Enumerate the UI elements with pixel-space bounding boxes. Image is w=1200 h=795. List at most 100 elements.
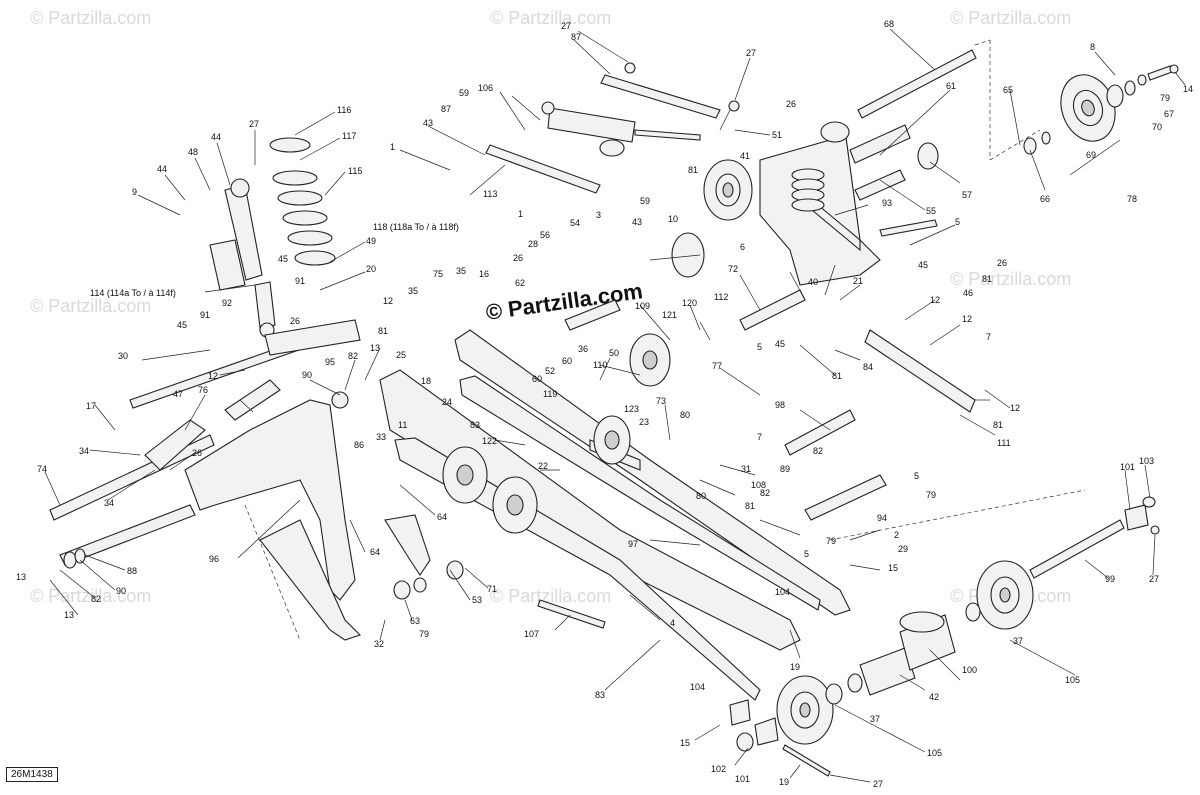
callout-62: 62 (515, 278, 525, 288)
watermark-text: © Partzilla.com (950, 269, 1071, 289)
callout-18: 18 (421, 376, 431, 386)
callout-84: 84 (863, 362, 873, 372)
callout-109: 109 (635, 301, 650, 311)
part-idler-wheel-right (1023, 64, 1179, 155)
watermark-text: © Partzilla.com (490, 8, 611, 28)
callout-5: 5 (757, 342, 762, 352)
callout-79: 79 (419, 629, 429, 639)
part-bracket-95 (264, 319, 361, 409)
callout-81: 81 (832, 371, 842, 381)
part-slider-107 (537, 599, 606, 629)
callout-68: 68 (884, 19, 894, 29)
callout-80: 80 (696, 491, 706, 501)
callout-78: 78 (1127, 194, 1137, 204)
callout-69: 69 (1086, 150, 1096, 160)
callout-45: 45 (177, 320, 187, 330)
callout-103: 103 (1139, 456, 1154, 466)
diagram-code-label: 26M1438 (6, 767, 58, 782)
part-rail-wheels (442, 333, 671, 534)
callout-7: 7 (757, 432, 762, 442)
callout-8: 8 (1090, 42, 1095, 52)
callout-5: 5 (914, 471, 919, 481)
callout-35: 35 (456, 266, 466, 276)
callout-12: 12 (208, 371, 218, 381)
callout-101: 101 (735, 774, 750, 784)
callout-12: 12 (962, 314, 972, 324)
callout-112: 112 (714, 292, 728, 302)
callout-76: 76 (198, 385, 208, 395)
callout-92: 92 (222, 298, 232, 308)
callout-113: 113 (483, 189, 497, 199)
callout-27: 27 (249, 119, 259, 129)
callout-65: 65 (1003, 85, 1013, 95)
callout-5: 5 (955, 217, 960, 227)
callout-13: 13 (64, 610, 74, 620)
callout-40: 40 (808, 277, 818, 287)
callout-9: 9 (132, 187, 137, 197)
callout-100: 100 (962, 665, 977, 675)
callout-72: 72 (728, 264, 738, 274)
callout-91: 91 (200, 310, 210, 320)
callout-55: 55 (926, 206, 936, 216)
callout-49: 49 (366, 236, 376, 246)
callout-23: 23 (639, 417, 649, 427)
callout-27: 27 (873, 779, 883, 789)
callout-88: 88 (127, 566, 137, 576)
part-slide-rail-right (454, 329, 851, 616)
callout-104: 104 (775, 587, 790, 597)
callout-52: 52 (545, 366, 555, 376)
callout-122: 122 (482, 436, 497, 446)
callout-106: 106 (478, 83, 493, 93)
callout-81: 81 (982, 274, 992, 284)
callout-26: 26 (290, 316, 300, 326)
watermark-center: © Partzilla.com (484, 278, 644, 325)
callout-3: 3 (596, 210, 601, 220)
callout-47: 47 (173, 389, 183, 399)
parts (49, 39, 1179, 777)
part-rear-axle (857, 39, 1041, 161)
callout-12: 12 (930, 295, 940, 305)
callout-20: 20 (366, 264, 376, 274)
callout-89: 89 (780, 464, 790, 474)
callout-35: 35 (408, 286, 418, 296)
callout-44: 44 (211, 132, 221, 142)
callout-83: 83 (595, 690, 605, 700)
part-rear-shock (209, 178, 276, 338)
callout-99: 99 (1105, 574, 1115, 584)
callout-60: 60 (562, 356, 572, 366)
callout-34: 34 (79, 446, 89, 456)
callout-1: 1 (390, 142, 395, 152)
callout-4: 4 (670, 618, 675, 628)
part-adjuster-lower (729, 699, 831, 777)
callout-36: 36 (578, 344, 588, 354)
callout-105: 105 (927, 748, 942, 758)
callout-31: 31 (741, 464, 751, 474)
callout-54: 54 (570, 218, 580, 228)
part-rear-idler-upper (965, 560, 1034, 630)
callout-93: 93 (882, 198, 892, 208)
callout-105: 105 (1065, 675, 1080, 685)
callout-26: 26 (786, 99, 796, 109)
callout-108: 108 (751, 480, 766, 490)
callout-81: 81 (378, 326, 388, 336)
callout-59: 59 (459, 88, 469, 98)
part-tubes-center (564, 232, 887, 521)
callout-83: 83 (470, 420, 480, 430)
callout-2: 2 (894, 530, 899, 540)
callout-27: 27 (561, 21, 571, 31)
callout-63: 63 (410, 616, 420, 626)
callout-82: 82 (760, 488, 770, 498)
part-spring-center (791, 168, 825, 212)
callout-13: 13 (370, 343, 380, 353)
callout-81: 81 (688, 165, 698, 175)
callout-53: 53 (472, 595, 482, 605)
callout-96: 96 (209, 554, 219, 564)
callout-19: 19 (779, 777, 789, 787)
callout-48: 48 (188, 147, 198, 157)
part-idler-wheel-center (703, 159, 753, 221)
callout-66: 66 (1040, 194, 1050, 204)
callout-22: 22 (538, 461, 548, 471)
callout-115: 115 (348, 166, 362, 176)
